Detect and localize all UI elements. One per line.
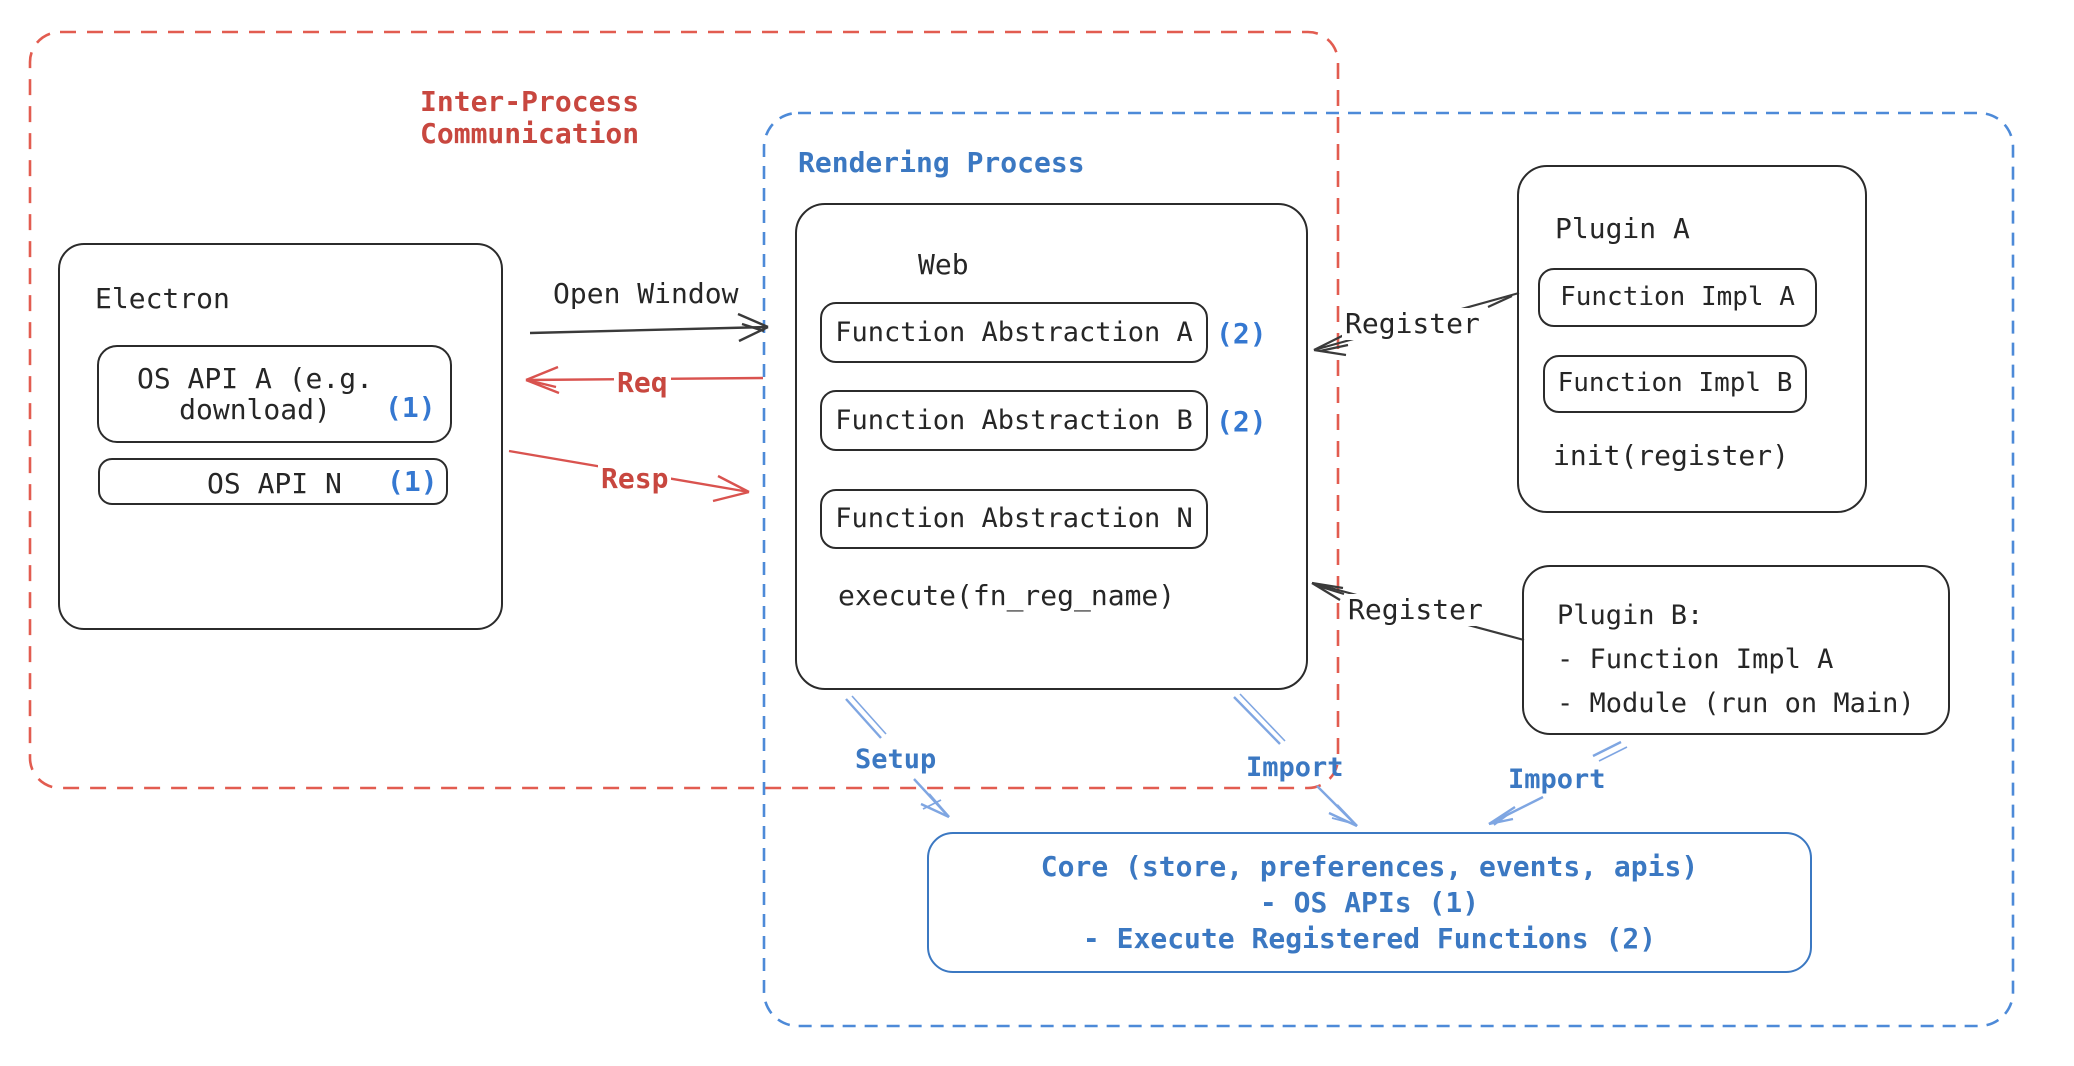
setup-arrow	[845, 695, 950, 819]
core-text: Core (store, preferences, events, apis)-…	[1040, 849, 1699, 955]
function-abstraction-b-label: Function Abstraction B	[835, 404, 1193, 436]
import-plugin-b-arrow	[1488, 740, 1628, 826]
import-core-arrow	[1233, 693, 1358, 828]
ipc-dashed-boundary	[28, 30, 1340, 790]
function-abstraction-n-label: Function Abstraction N	[835, 503, 1193, 535]
function-impl-a-box	[1538, 268, 1817, 327]
register-a-label: Register	[1342, 307, 1483, 341]
open-window-label: Open Window	[553, 277, 739, 310]
import-plugin-b-label: Import	[1508, 764, 1606, 795]
rendering-process-dashed-boundary	[762, 111, 2015, 1028]
register-b-label: Register	[1345, 593, 1486, 627]
execute-label: execute(fn_reg_name)	[838, 579, 1176, 612]
os-api-a-box	[97, 345, 452, 443]
function-abstraction-n-box	[820, 489, 1208, 549]
function-abstraction-a-number: (2)	[1216, 317, 1267, 350]
function-abstraction-a-box	[820, 302, 1208, 363]
web-box	[795, 203, 1308, 690]
function-abstraction-a-label: Function Abstraction A	[835, 316, 1193, 348]
function-abstraction-b-box	[820, 390, 1208, 451]
electron-title: Electron	[95, 282, 230, 315]
setup-label: Setup	[855, 744, 937, 775]
os-api-n-number: (1)	[387, 465, 438, 498]
resp-label: Resp	[598, 462, 672, 496]
plugin-b-text: Plugin B:- Function Impl A- Module (run …	[1557, 600, 1915, 719]
plugin-a-box	[1517, 165, 1867, 513]
web-title: Web	[918, 248, 969, 281]
import-core-label: Import	[1246, 752, 1344, 783]
plugin-b-box	[1522, 565, 1950, 735]
req-label: Req	[614, 366, 671, 400]
plugin-a-title: Plugin A	[1555, 212, 1690, 245]
os-api-n-box	[98, 458, 448, 505]
rendering-process-title: Rendering Process	[798, 146, 1085, 179]
function-impl-b-label: Function Impl B	[1557, 368, 1793, 399]
function-abstraction-b-number: (2)	[1216, 405, 1267, 438]
open-window-arrow	[529, 312, 769, 343]
init-register-label: init(register)	[1553, 439, 1790, 472]
os-api-a-number: (1)	[385, 391, 436, 424]
os-api-a-label: OS API A (e.g.download)	[136, 362, 373, 426]
os-api-n-label: OS API N	[207, 467, 342, 500]
function-impl-a-label: Function Impl A	[1560, 281, 1795, 312]
function-impl-b-box	[1543, 355, 1807, 413]
core-box	[927, 832, 1812, 973]
electron-box	[58, 243, 503, 630]
